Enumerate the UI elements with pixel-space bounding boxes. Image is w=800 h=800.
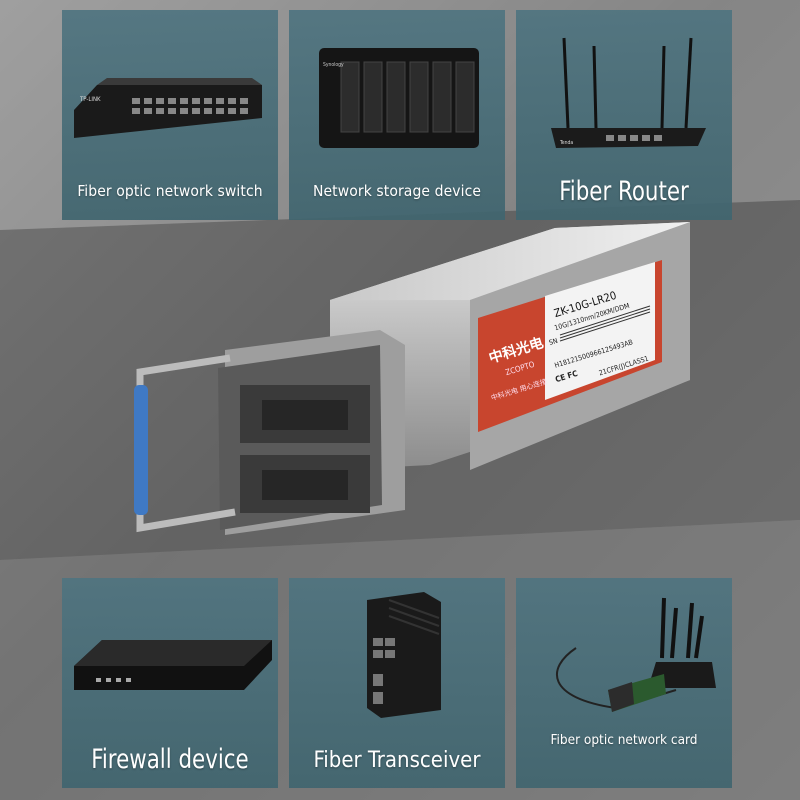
transceiver-icon <box>367 592 441 718</box>
card-label: Fiber Transceiver <box>313 748 481 773</box>
network-card-icon <box>556 597 716 712</box>
network-switch-icon <box>74 78 262 138</box>
card-nas: Synology Network storage device <box>289 10 505 220</box>
firewall-icon <box>74 640 272 690</box>
router-brand: Tenda <box>560 140 574 146</box>
router-icon <box>551 37 706 148</box>
card-label: Fiber Router <box>559 176 689 207</box>
card-network-switch: TP-LINK Fiber optic network switch <box>62 10 278 220</box>
nas-brand: Synology <box>323 62 344 68</box>
card-network-card: Fiber optic network card <box>516 578 732 788</box>
nas-icon <box>319 48 479 148</box>
card-router: Tenda Fiber Router <box>516 10 732 220</box>
sfp-module-icon <box>134 222 690 535</box>
card-label: Network storage device <box>312 182 482 200</box>
card-transceiver: Fiber Transceiver <box>289 578 505 788</box>
card-label: Fiber optic network switch <box>77 182 263 200</box>
card-label: Fiber optic network card <box>550 732 698 748</box>
card-label: Firewall device <box>91 744 249 775</box>
switch-brand: TP-LINK <box>80 96 101 103</box>
card-firewall: Firewall device <box>62 578 278 788</box>
